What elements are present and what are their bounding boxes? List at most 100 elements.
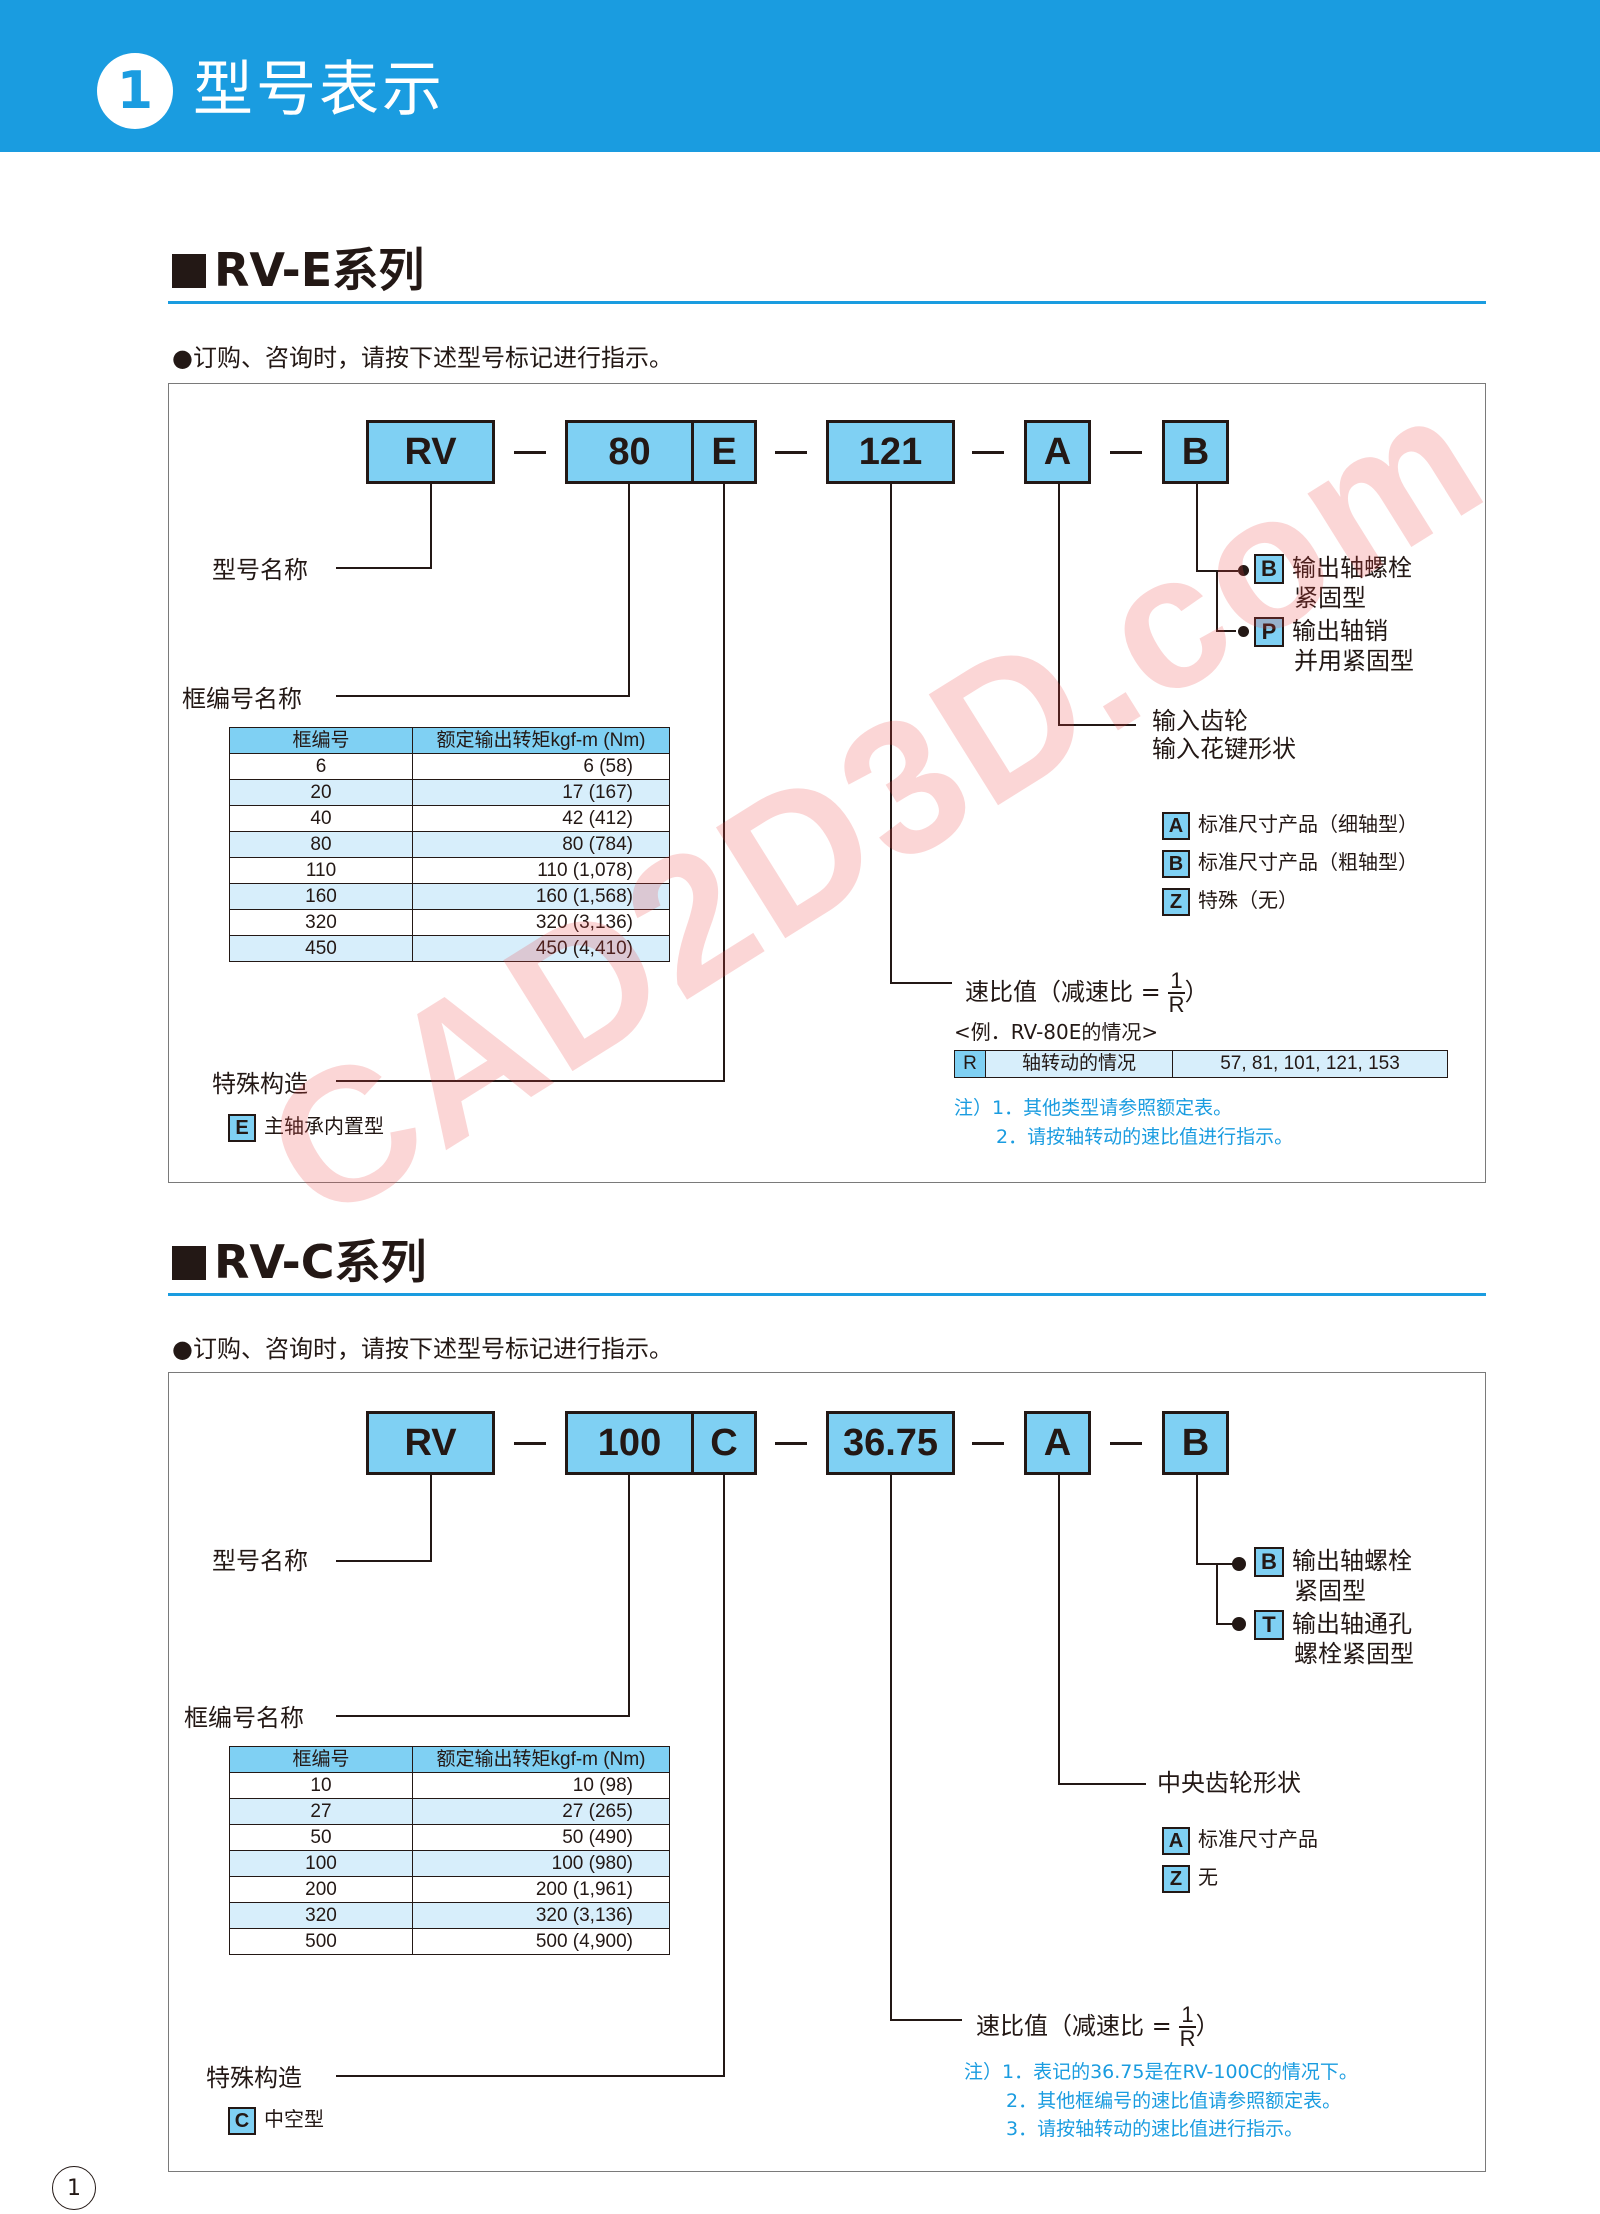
note-line: 2．其他框编号的速比值请参照额定表。	[1006, 2090, 1342, 2112]
square-bullet-icon	[172, 1246, 206, 1280]
section-number-badge: 1	[97, 53, 173, 129]
bullet-dot-icon	[1232, 1617, 1246, 1631]
section-title-rv-c: RV-C系列	[172, 1232, 427, 1292]
ratio-case: 轴转动的情况	[986, 1051, 1173, 1077]
note-line: 注）1．表记的36.75是在RV-100C的情况下。	[964, 2061, 1358, 2083]
table-header: 额定输出转矩kgf-m (Nm)	[412, 1746, 670, 1773]
ratio-values: 57, 81, 101, 121, 153	[1220, 1053, 1400, 1074]
leader-line	[1216, 1623, 1238, 1625]
ratio-row: R 轴转动的情况 57, 81, 101, 121, 153	[954, 1050, 1448, 1078]
leader-line	[890, 982, 952, 984]
leader-line	[1196, 484, 1198, 572]
code-box-frame: 80	[565, 420, 694, 484]
code-box-model: RV	[366, 1411, 495, 1475]
leader-line	[1058, 484, 1060, 726]
leader-line	[1216, 570, 1218, 632]
note-line: 注）1．其他类型请参照额定表。	[954, 1097, 1233, 1119]
table-header: 框编号	[229, 727, 413, 754]
square-bullet-icon	[172, 254, 206, 288]
bullet-dot-icon	[1232, 1557, 1246, 1571]
code-box-ratio: 121	[826, 420, 955, 484]
leader-line	[1058, 1475, 1060, 1785]
leader-line	[723, 1475, 725, 2077]
separator-dash	[1110, 451, 1142, 454]
table-header: 额定输出转矩kgf-m (Nm)	[412, 727, 670, 754]
page-header: 1 型号表示	[0, 0, 1600, 152]
bullet-dot-icon	[1238, 565, 1249, 576]
leader-line	[336, 1715, 630, 1717]
code-box-structure: E	[691, 420, 757, 484]
code-box-input-gear: A	[1024, 1411, 1091, 1475]
ratio-code: R	[955, 1051, 986, 1077]
separator-dash	[1110, 1442, 1142, 1445]
example-caption: <例．RV-80E的情况>	[954, 1020, 1159, 1044]
page-title: 型号表示	[193, 55, 445, 125]
leader-line	[430, 484, 432, 569]
note-line: 2．请按轴转动的速比值进行指示。	[996, 1126, 1294, 1148]
leader-line	[336, 1560, 432, 1562]
leader-line	[1216, 630, 1236, 632]
code-box-output: B	[1162, 1411, 1229, 1475]
rv-c-diagram-frame	[168, 1372, 1486, 2172]
leader-line	[336, 567, 432, 569]
label-special-structure: 特殊构造	[206, 2064, 302, 2092]
label-model-name: 型号名称	[212, 1547, 308, 1575]
leader-line	[890, 2019, 962, 2021]
bullet-dot-icon	[1238, 626, 1249, 637]
section-rule	[168, 1293, 1486, 1296]
code-box-output: B	[1162, 420, 1229, 484]
separator-dash	[775, 451, 807, 454]
note-line: 3．请按轴转动的速比值进行指示。	[1006, 2118, 1304, 2140]
leader-line	[336, 695, 630, 697]
leader-line	[1196, 1563, 1216, 1565]
leader-line	[890, 1475, 892, 2021]
leader-line	[1216, 1563, 1218, 1625]
page-number: 1	[52, 2166, 96, 2210]
label-special-structure: 特殊构造	[212, 1070, 308, 1098]
separator-dash	[514, 451, 546, 454]
leader-line	[1058, 724, 1136, 726]
leader-line	[1216, 570, 1238, 572]
leader-line	[1196, 1475, 1198, 1565]
label-frame-number: 框编号名称	[182, 685, 302, 713]
leader-line	[723, 484, 725, 1082]
leader-line	[1216, 1563, 1238, 1565]
separator-dash	[972, 451, 1004, 454]
code-box-ratio: 36.75	[826, 1411, 955, 1475]
code-box-model: RV	[366, 420, 495, 484]
label-model-name: 型号名称	[212, 556, 308, 584]
leader-line	[1196, 570, 1216, 572]
leader-line	[336, 1080, 725, 1082]
order-instruction: ●订购、咨询时，请按下述型号标记进行指示。	[172, 344, 673, 372]
separator-dash	[972, 1442, 1004, 1445]
separator-dash	[775, 1442, 807, 1445]
label-frame-number: 框编号名称	[184, 1704, 304, 1732]
separator-dash	[514, 1442, 546, 1445]
